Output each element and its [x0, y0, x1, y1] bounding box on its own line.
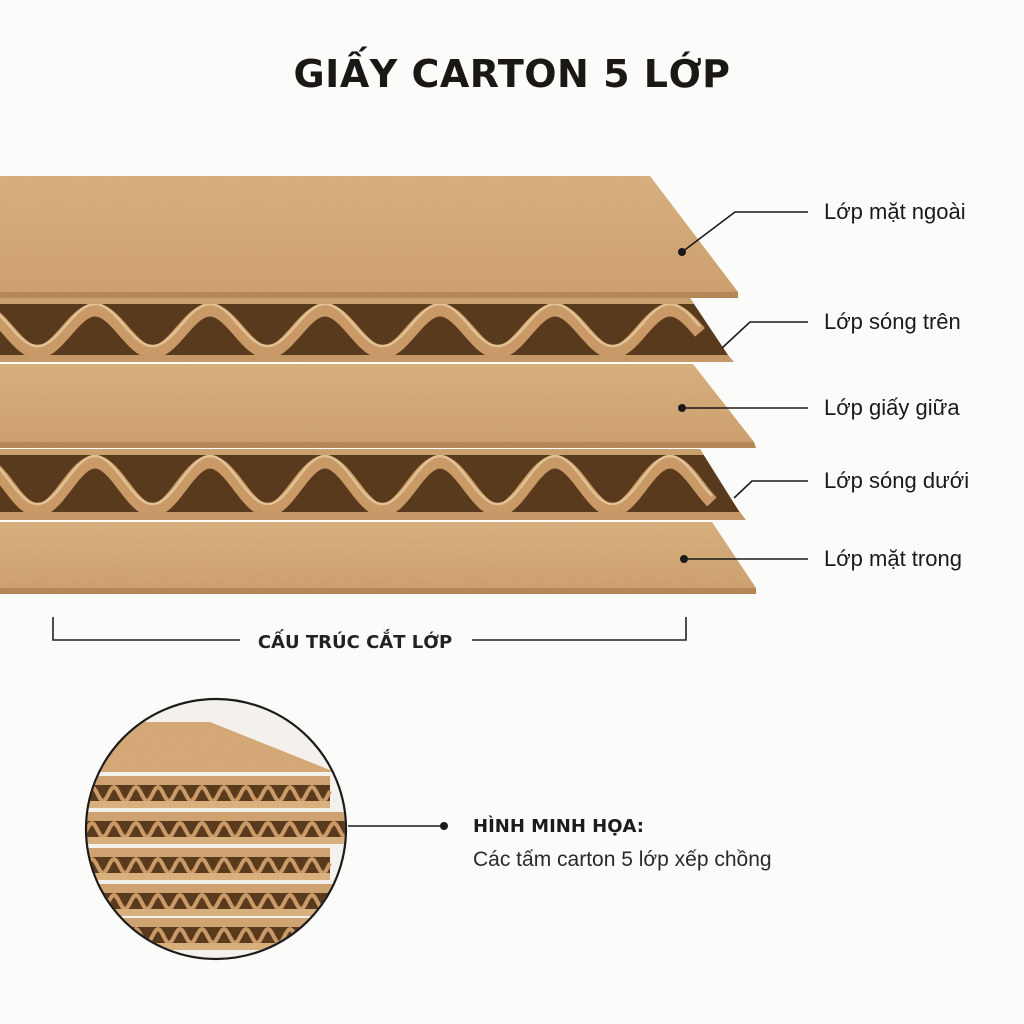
leader-line-outer [681, 211, 808, 253]
stack-flute [87, 784, 332, 803]
page-title: GIẤY CARTON 5 LỚP [293, 52, 731, 96]
leader-line-upper-flute [721, 321, 808, 349]
stack-board [87, 848, 330, 857]
leader-dot-middle [678, 404, 686, 412]
stack-board [87, 776, 330, 785]
leader-dot-outer [678, 248, 686, 256]
stack-top-face [87, 722, 335, 772]
stack-liner [87, 909, 345, 916]
inner-face-layer [0, 522, 756, 594]
stack-board [87, 812, 345, 821]
bracket-label: CẤU TRÚC CẮT LỚP [257, 632, 453, 653]
illustration-caption: Các tấm carton 5 lớp xếp chồng [473, 848, 772, 871]
stack-flute [87, 856, 332, 875]
stack-liner [87, 943, 330, 950]
stack-flute [87, 820, 345, 839]
stack-liner [87, 801, 330, 808]
leader-line-lower-flute [733, 480, 808, 499]
label-middle-paper: Lớp giấy giữa [824, 395, 960, 420]
stack-board [87, 918, 330, 927]
stack-board [87, 884, 345, 893]
stack-liner [87, 837, 345, 844]
label-upper-flute: Lớp sóng trên [824, 309, 961, 334]
stack-flute [87, 892, 345, 911]
label-outer-face: Lớp mặt ngoài [824, 199, 966, 224]
stack-liner [87, 873, 330, 880]
middle-paper-layer [0, 364, 756, 448]
illustration-circle [84, 697, 448, 961]
label-lower-flute: Lớp sóng dưới [824, 468, 970, 493]
outer-face-layer [0, 176, 738, 298]
lower-flute-layer [0, 449, 746, 520]
section-bracket [52, 617, 687, 641]
illustration-title: HÌNH MINH HỌA: [473, 816, 644, 837]
leader-dot-inner [680, 555, 688, 563]
upper-flute-layer [0, 298, 734, 362]
label-inner-face: Lớp mặt trong [824, 546, 962, 571]
